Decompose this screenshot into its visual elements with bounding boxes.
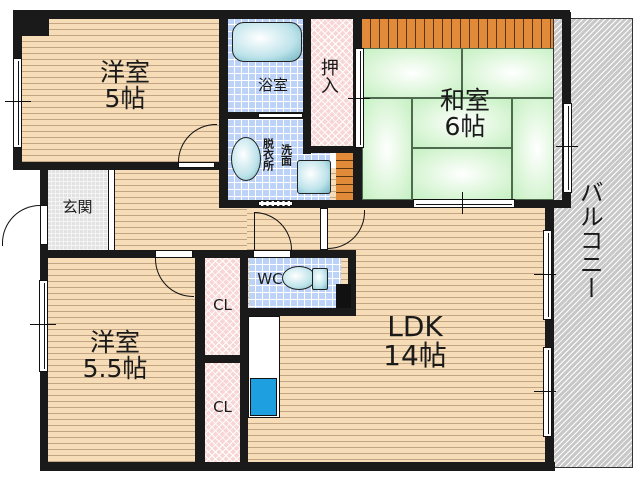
room-size: 6帖 [444,112,486,142]
closet-1 [205,258,240,356]
wall-toilet-top [240,250,355,258]
door-ldk-opening [320,208,328,250]
wall-genkan-bottom [40,250,250,258]
washing-machine [231,137,261,181]
entrance-door[interactable] [2,205,41,246]
window-ldk-1 [543,230,552,320]
window-washitsu-balcony [563,103,572,193]
western-room-2-label: 洋室 5.5帖 [60,328,170,384]
window-mark [462,192,463,214]
window-mark [534,274,556,275]
wall-hall-divider [108,170,115,250]
tatami-2 [462,48,562,98]
washbasin-unit [297,160,331,194]
window-ldk-2 [543,347,552,437]
wall-ldk-right [545,200,554,470]
window-mark [556,146,578,147]
window-room2 [39,280,48,372]
door-toilet-opening [253,250,291,258]
wall-room1-right [219,18,228,206]
wall-bath-right [303,14,311,154]
window-room1 [13,58,22,148]
wall-oshiire-bottom [303,146,362,153]
entrance-door-opening [40,205,48,245]
wall-toilet-right [348,250,356,316]
western-room-2-floor [45,258,197,463]
room-size: 5帖 [104,84,146,114]
dressing-room-label: 脱衣所 [261,138,275,171]
wall-top [13,10,570,19]
western-room-1-floor [20,18,220,168]
room-size: 14帖 [383,339,447,373]
toilet-tank [312,268,328,290]
tatami-3 [362,98,412,200]
window-mark [348,98,370,99]
wall-closet-mid [195,355,242,363]
japanese-room-label: 和室 6帖 [420,86,510,142]
wall-closet-right [240,250,248,463]
ldk-label: LDK 14帖 [360,312,470,371]
room-name: 洋室 [99,58,150,87]
closet-1-label: CL [213,296,232,314]
closet-2 [205,362,240,462]
entrance-label: 玄関 [62,198,93,216]
window-mark [30,324,56,325]
washbasin-label: 洗面 [279,144,293,166]
wall-bottom [40,462,555,471]
tatami-4 [412,98,512,148]
door-room1-opening [178,162,215,168]
western-room-1-label: 洋室 5帖 [80,58,170,114]
window-mark [5,101,31,102]
entrance-floor [48,170,108,250]
bathtub [232,22,302,62]
bathroom-label: 浴室 [257,76,288,94]
closet-2-label: CL [213,398,232,416]
kitchen-sink [250,378,277,416]
door-bath-opening [258,113,303,118]
wall-toilet-bottom [240,308,356,316]
door-dressing-sliding [258,201,293,206]
oshiire-closet [311,18,353,146]
door-room2-opening [155,250,193,258]
tokonoma [362,18,562,48]
wall-room1-bottom [13,162,223,170]
room-name: LDK [387,310,443,343]
toilet-label: WC [257,270,283,288]
room-name: 和室 [439,86,490,115]
toilet-storage [336,284,351,308]
oshiire-label: 押入 [317,58,339,94]
window-washitsu-ldk [413,199,515,208]
ldk-upper-floor [330,208,545,258]
window-mark [534,391,556,392]
room-name: 洋室 [89,328,140,357]
wall-corner-block [13,10,49,36]
tatami-1 [362,48,462,98]
room-size: 5.5帖 [82,354,148,384]
balcony-label: バルコニー [575,180,604,300]
